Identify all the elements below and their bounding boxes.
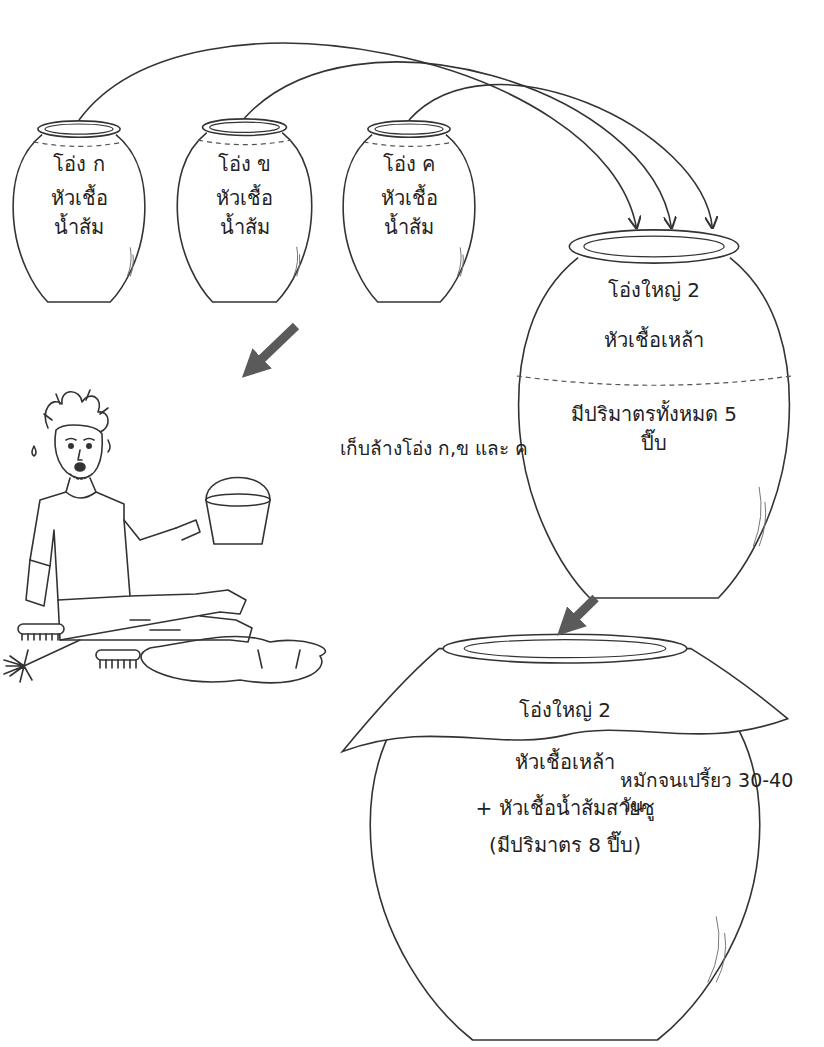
pour-arrow [409, 85, 712, 228]
pour-arrow [79, 43, 636, 228]
note-label: เก็บล้างโอ่ง ก,ข และ ค [340, 436, 600, 461]
jar-node: โอ่ง ขหัวเชื้อ น้ำส้ม [172, 118, 317, 302]
jar-outline [338, 120, 480, 302]
jar-node: โอ่งใหญ่ 2 หัวเชื้อเหล้ามีปริมาตรทั้งหมด … [508, 228, 800, 598]
pour-arrow [245, 62, 672, 228]
jar-title: โอ่ง ข [190, 150, 300, 179]
jar-outline [8, 120, 150, 302]
jar-content: มีปริมาตรทั้งหมด 5 ปี๊บ [569, 400, 739, 458]
process-arrow [565, 598, 596, 628]
note-label: หมักจนเปรี้ยว 30-40 วัน [620, 768, 820, 817]
jar-content: หัวเชื้อ น้ำส้ม [205, 184, 285, 242]
jar-title: โอ่ง ค [354, 150, 464, 179]
jar-content: หัวเชื้อ น้ำส้ม [39, 184, 119, 242]
jar-content: หัวเชื้อ น้ำส้ม [369, 184, 449, 242]
process-arrow [250, 326, 296, 370]
jar-node: โอ่ง กหัวเชื้อ น้ำส้ม [8, 120, 150, 302]
jar-title: โอ่ง ก [24, 150, 134, 179]
man-illustration [4, 390, 325, 683]
jar-content: (มีปริมาตร 8 ปี๊บ) [415, 831, 715, 860]
jar-content: หัวเชื้อเหล้า [554, 326, 754, 355]
jar-node: โอ่ง คหัวเชื้อ น้ำส้ม [338, 120, 480, 302]
jar-title: โอ่งใหญ่ 2 [435, 696, 695, 725]
jar-node: โอ่งใหญ่ 2หัวเชื้อเหล้า+ หัวเชื้อน้ำส้มส… [355, 628, 775, 1040]
jar-title: โอ่งใหญ่ 2 [554, 276, 754, 305]
jar-content: + หัวเชื้อน้ำส้มสายชู [415, 794, 715, 823]
